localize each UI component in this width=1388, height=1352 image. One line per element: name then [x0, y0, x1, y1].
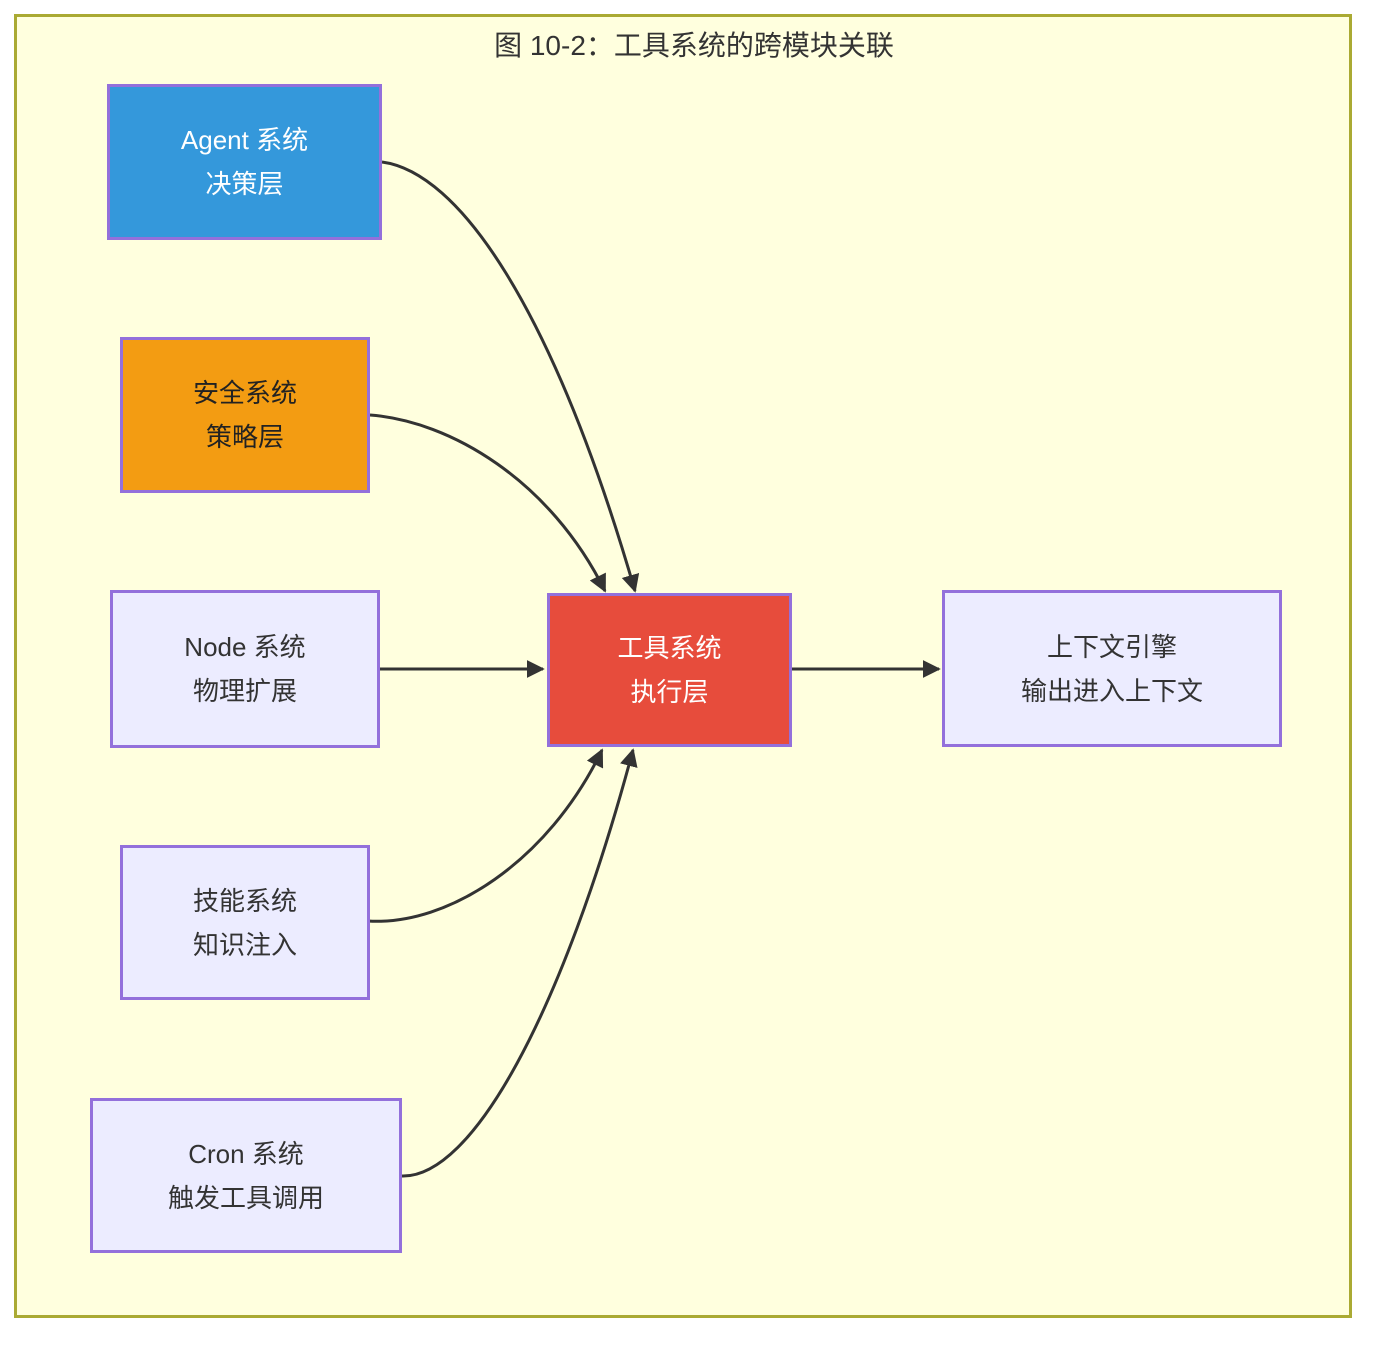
- node-skill-system: 技能系统 知识注入: [120, 845, 370, 1000]
- node-cron-system: Cron 系统 触发工具调用: [90, 1098, 402, 1253]
- node-agent-line2: 决策层: [205, 169, 284, 199]
- node-cron-line2: 触发工具调用: [167, 1182, 324, 1213]
- node-agent-line1: Agent 系统: [180, 125, 309, 155]
- node-security-line1: 安全系统: [192, 378, 297, 408]
- node-skill-line2: 知识注入: [192, 929, 297, 960]
- node-node-line2: 物理扩展: [192, 676, 297, 706]
- node-context-line2: 输出进入上下文: [1020, 675, 1203, 706]
- node-context-line1: 上下文引擎: [1046, 631, 1177, 662]
- node-skill-line1: 技能系统: [192, 885, 297, 916]
- node-context-engine: 上下文引擎 输出进入上下文: [942, 590, 1282, 747]
- node-tool-system: 工具系统 执行层: [547, 593, 792, 747]
- node-tool-line2: 执行层: [630, 677, 709, 707]
- node-security-line2: 策略层: [205, 422, 284, 452]
- figure-title: 图 10-2：工具系统的跨模块关联: [494, 30, 894, 61]
- node-security-system: 安全系统 策略层: [120, 337, 370, 493]
- node-agent-system: Agent 系统 决策层: [107, 84, 382, 240]
- node-tool-line1: 工具系统: [617, 633, 722, 663]
- node-node-system: Node 系统 物理扩展: [110, 590, 380, 748]
- node-node-line1: Node 系统: [184, 632, 306, 662]
- node-cron-line1: Cron 系统: [188, 1138, 304, 1169]
